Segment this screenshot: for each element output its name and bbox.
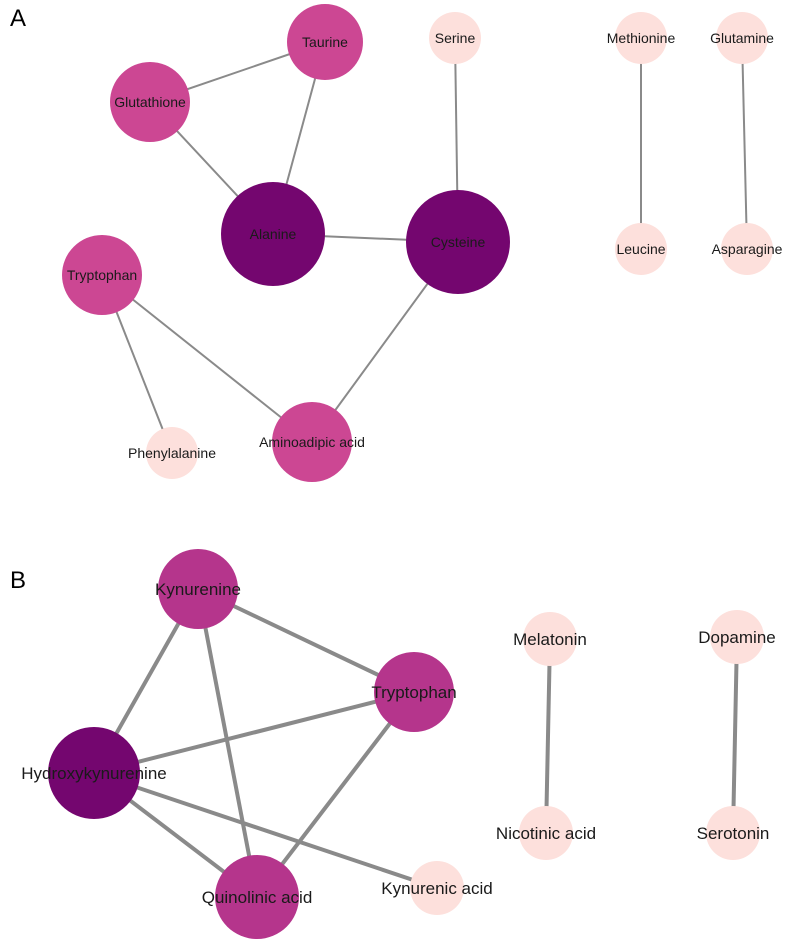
node-tryptophan_b: Tryptophan [371, 652, 457, 732]
node-serine: Serine [429, 12, 481, 64]
edges [92, 587, 739, 899]
edge-kynurenine-quinolinic [196, 587, 259, 899]
node-dopamine: Dopamine [698, 610, 776, 664]
node-label: Glutamine [710, 30, 774, 46]
node-circle [287, 4, 363, 80]
edge-tryptophan_a-aminoadipic [101, 274, 313, 443]
node-aminoadipic: Aminoadipic acid [259, 402, 365, 482]
panel-b-label: B [10, 567, 26, 594]
node-circle [716, 12, 768, 64]
node-label: Serine [435, 30, 476, 46]
node-label: Phenylalanine [128, 445, 216, 461]
node-label: Cysteine [431, 234, 486, 250]
node-kynurenine: Kynurenine [155, 549, 241, 629]
node-nicotinic: Nicotinic acid [496, 806, 596, 860]
node-circle [48, 727, 140, 819]
node-circle [62, 235, 142, 315]
node-leucine: Leucine [615, 223, 667, 275]
node-circle [429, 12, 481, 64]
node-circle [523, 612, 577, 666]
node-glutathione: Glutathione [110, 62, 190, 142]
node-kynurenic: Kynurenic acid [381, 861, 493, 915]
node-asparagine: Asparagine [712, 223, 783, 275]
node-circle [158, 549, 238, 629]
edge-melatonin-nicotinic [544, 637, 552, 835]
node-cysteine: Cysteine [406, 190, 510, 294]
node-methionine: Methionine [607, 12, 676, 64]
node-circle [410, 861, 464, 915]
edge-dopamine-serotonin [731, 635, 739, 835]
node-glutamine: Glutamine [710, 12, 774, 64]
edge-hydroxykynurenine-kynurenic [92, 771, 439, 890]
node-hydroxykynurenine: Hydroxykynurenine [21, 727, 167, 819]
node-label: Quinolinic acid [202, 888, 313, 907]
edge-tryptophan_b-hydroxykynurenine [92, 690, 416, 775]
node-circle [710, 610, 764, 664]
node-circle [721, 223, 773, 275]
node-circle [215, 855, 299, 939]
node-label: Tryptophan [67, 267, 137, 283]
node-circle [615, 223, 667, 275]
nodes: KynurenineTryptophanHydroxykynurenineQui… [21, 549, 776, 939]
node-circle [146, 427, 198, 479]
panel-a-label: A [10, 5, 26, 32]
node-label: Taurine [302, 34, 348, 50]
node-quinolinic: Quinolinic acid [202, 855, 313, 939]
node-label: Methionine [607, 30, 676, 46]
edge-glutamine-asparagine [741, 37, 748, 250]
node-taurine: Taurine [287, 4, 363, 80]
node-label: Kynurenine [155, 580, 241, 599]
node-label: Leucine [616, 241, 665, 257]
edge-tryptophan_b-quinolinic [255, 690, 416, 899]
node-circle [519, 806, 573, 860]
node-circle [221, 182, 325, 286]
node-phenylalanine: Phenylalanine [128, 427, 216, 479]
node-label: Glutathione [114, 94, 186, 110]
node-circle [374, 652, 454, 732]
node-circle [406, 190, 510, 294]
node-label: Melatonin [513, 630, 587, 649]
node-label: Tryptophan [371, 683, 456, 702]
node-label: Nicotinic acid [496, 824, 596, 843]
node-serotonin: Serotonin [697, 806, 770, 860]
node-label: Hydroxykynurenine [21, 764, 167, 783]
nodes: Glutathione Taurine Serine Methionine Glutam… [62, 4, 783, 482]
node-label: Dopamine [698, 628, 776, 647]
panel-a-network: Glutathione Taurine Serine Methionine Glutam… [62, 4, 783, 482]
node-label: Alanine [250, 226, 297, 242]
node-alanine: Alanine [221, 182, 325, 286]
node-label: Asparagine [712, 241, 783, 257]
node-label: Serotonin [697, 824, 770, 843]
node-circle [706, 806, 760, 860]
node-melatonin: Melatonin [513, 612, 587, 666]
node-tryptophan_a: Tryptophan [62, 235, 142, 315]
node-label: Aminoadipic acid [259, 434, 365, 450]
node-circle [272, 402, 352, 482]
node-circle [615, 12, 667, 64]
panel-b-network: KynurenineTryptophanHydroxykynurenineQui… [21, 549, 776, 939]
node-circle [110, 62, 190, 142]
node-label: Kynurenic acid [381, 879, 493, 898]
